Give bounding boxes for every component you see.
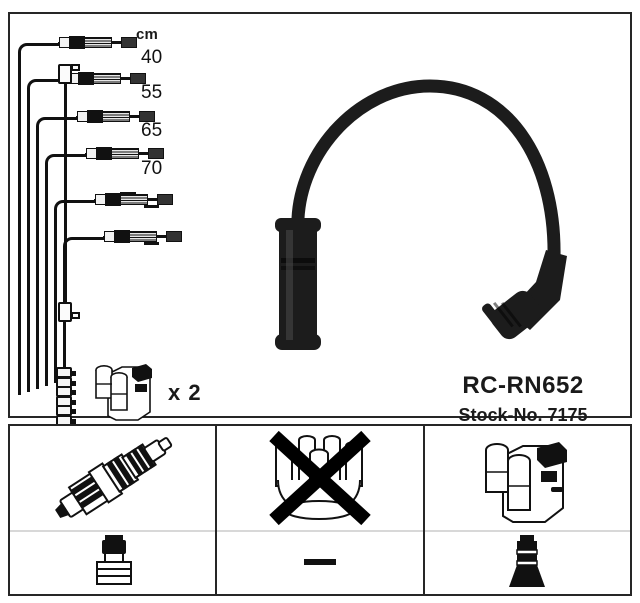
connector-terminal-icon	[121, 37, 137, 48]
coil-pack-illustration	[88, 354, 164, 424]
connector-spring-icon	[111, 148, 139, 159]
connector-shaft-icon	[147, 198, 159, 201]
connector-body-icon	[96, 147, 112, 160]
harness-wire-1	[18, 43, 60, 395]
panel-row-divider	[10, 530, 216, 532]
ignition-coil-icon	[485, 442, 568, 523]
lead-length-label-5	[144, 205, 159, 208]
lead-length-label-2: 55	[141, 82, 163, 103]
connector-terminal-icon	[139, 111, 155, 122]
spark-plug-connector-cell	[10, 530, 215, 594]
mini-lead-boot-bottom-icon	[58, 302, 72, 322]
ignition-coil-cell	[425, 426, 630, 530]
connector-body-icon	[105, 193, 121, 206]
panel-row-divider	[217, 530, 423, 532]
dash-mark-icon	[303, 559, 336, 565]
mini-lead-boot-top-icon	[58, 64, 72, 84]
main-cable-illustration	[260, 62, 600, 362]
harness-wire-5	[54, 200, 96, 383]
ignition-coil-panel	[424, 426, 630, 594]
connector-spring-icon	[93, 73, 121, 84]
connector-shaft-icon	[120, 77, 132, 80]
mini-lead-wire	[64, 84, 67, 306]
connector-body-icon	[87, 110, 103, 123]
connector-body-icon	[78, 72, 94, 85]
lead-length-label-4: 70	[141, 158, 163, 179]
compatibility-panels	[8, 424, 632, 596]
mini-lead-length-label	[120, 192, 136, 196]
connector-spring-icon	[84, 37, 112, 48]
stock-number-label: Stock-No. 7175	[458, 405, 588, 425]
main-illustration-frame: cm 40 55 65 70	[8, 12, 632, 426]
connector-terminal-icon	[157, 194, 173, 205]
distributor-cap-panel	[217, 426, 425, 594]
connector-terminal-icon	[166, 231, 182, 242]
connector-shaft-icon	[111, 41, 123, 44]
harness-wire-2	[27, 79, 69, 392]
connector-shaft-icon	[138, 152, 150, 155]
spark-plug-panel	[10, 426, 218, 594]
lead-length-label-1: 40	[141, 47, 163, 68]
connector-shaft-icon	[129, 115, 141, 118]
harness-wire-3	[36, 117, 78, 389]
distributor-connector-cell	[217, 530, 422, 594]
spark-plug-icon	[54, 437, 172, 518]
connector-terminal-icon	[130, 73, 146, 84]
connector-terminal-icon	[148, 148, 164, 159]
spark-plug-cell	[10, 426, 215, 530]
distributor-cap-cell	[217, 426, 422, 530]
connector-body-icon	[114, 230, 130, 243]
main-cable-right-boot-icon	[482, 250, 567, 340]
quantity-multiplier-label: x 2	[168, 380, 202, 405]
mini-lead-nub-bottom-icon	[71, 312, 80, 319]
connector-spring-icon	[102, 111, 130, 122]
panel-row-divider	[424, 530, 630, 532]
connector-body-icon	[69, 36, 85, 49]
main-cable-left-boot-icon	[275, 218, 321, 350]
spark-plug-connector-icon	[95, 535, 132, 585]
unit-header: cm	[136, 26, 159, 43]
coil-connector-cell	[425, 530, 630, 594]
coil-connector-icon	[509, 535, 546, 587]
main-cable-wire	[291, 79, 561, 265]
lead-length-label-3: 65	[141, 120, 163, 141]
mini-lead-nub-top-icon	[71, 64, 80, 71]
lead-length-label-6	[144, 242, 159, 245]
connector-spring-icon	[129, 231, 157, 242]
connector-shaft-icon	[156, 235, 168, 238]
not-applicable-cross-icon	[269, 430, 371, 526]
product-code-label: RC-RN652	[462, 372, 584, 399]
